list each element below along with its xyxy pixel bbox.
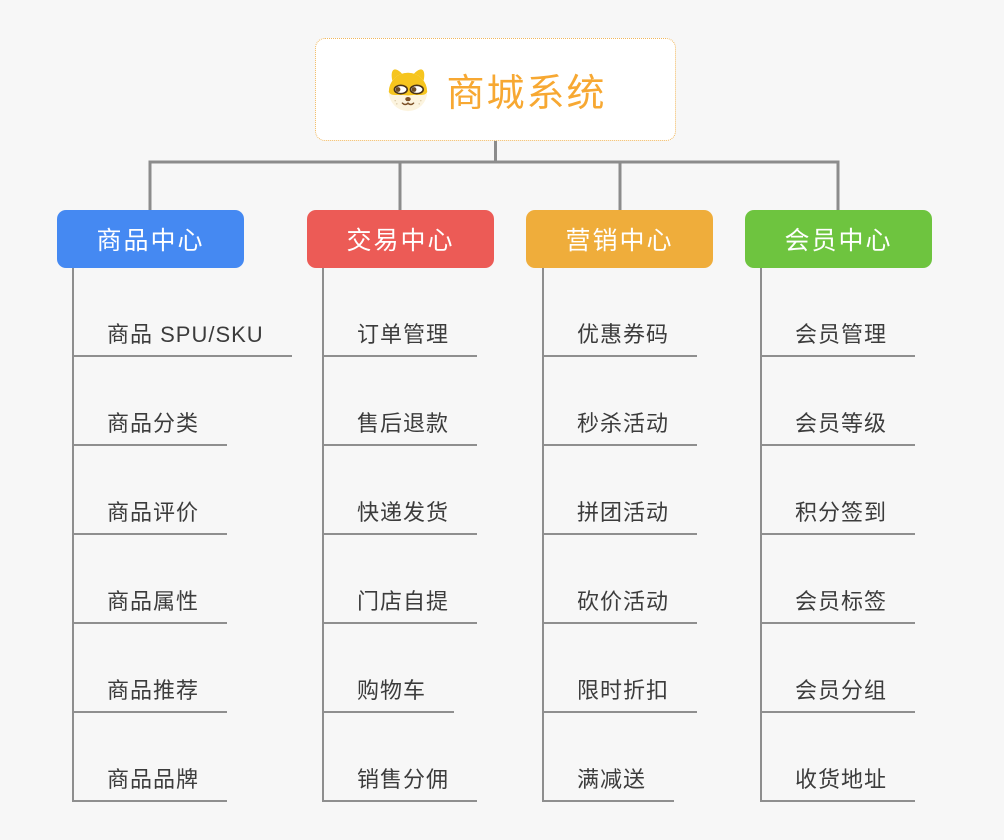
child-node-item[interactable]: 售后退款 — [324, 357, 478, 446]
child-node-item[interactable]: 满减送 — [544, 713, 675, 802]
children-list-member-center: 会员管理会员等级积分签到会员标签会员分组收货地址 — [760, 268, 916, 802]
branch-header-member-center[interactable]: 会员中心 — [745, 210, 932, 268]
child-node-item[interactable]: 商品推荐 — [74, 624, 228, 713]
child-node-item[interactable]: 优惠券码 — [544, 268, 698, 357]
children-list-trade-center: 订单管理售后退款快递发货门店自提购物车销售分佣 — [322, 268, 478, 802]
child-node-item[interactable]: 购物车 — [324, 624, 455, 713]
dog-icon — [389, 69, 428, 112]
child-node-label: 商品分类 — [107, 411, 200, 436]
child-node-item[interactable]: 会员标签 — [762, 535, 916, 624]
child-node-label: 拼团活动 — [577, 500, 670, 525]
branch-header-trade-center[interactable]: 交易中心 — [307, 210, 494, 268]
branch-label: 营销中心 — [565, 227, 674, 255]
child-node-label: 限时折扣 — [577, 678, 670, 703]
root-label: 商城系统 — [446, 73, 607, 115]
branch-header-product-center[interactable]: 商品中心 — [57, 210, 244, 268]
branch-header-marketing-center[interactable]: 营销中心 — [526, 210, 713, 268]
child-node-item[interactable]: 订单管理 — [324, 268, 478, 357]
child-node-item[interactable]: 门店自提 — [324, 535, 478, 624]
child-node-label: 收货地址 — [795, 767, 888, 792]
child-node-label: 商品属性 — [107, 589, 200, 614]
child-node-label: 会员等级 — [795, 411, 888, 436]
branch-label: 交易中心 — [346, 227, 455, 255]
child-node-item[interactable]: 会员分组 — [762, 624, 916, 713]
child-node-item[interactable]: 拼团活动 — [544, 446, 698, 535]
child-node-item[interactable]: 积分签到 — [762, 446, 916, 535]
child-node-label: 会员分组 — [795, 678, 888, 703]
child-node-label: 快递发货 — [357, 500, 450, 525]
child-node-item[interactable]: 会员等级 — [762, 357, 916, 446]
child-node-item[interactable]: 销售分佣 — [324, 713, 478, 802]
child-node-item[interactable]: 商品品牌 — [74, 713, 228, 802]
root-node[interactable]: 商城系统 — [315, 38, 676, 141]
child-node-label: 秒杀活动 — [577, 411, 670, 436]
child-node-item[interactable]: 会员管理 — [762, 268, 916, 357]
child-node-item[interactable]: 商品 SPU/SKU — [74, 268, 292, 357]
child-node-label: 会员标签 — [795, 589, 888, 614]
child-node-label: 销售分佣 — [357, 767, 450, 792]
child-node-label: 优惠券码 — [577, 322, 670, 347]
child-node-label: 满减送 — [577, 767, 647, 792]
child-node-label: 商品品牌 — [107, 767, 200, 792]
child-node-label: 门店自提 — [357, 589, 450, 614]
child-node-label: 砍价活动 — [577, 589, 670, 614]
children-list-product-center: 商品 SPU/SKU 商品分类商品评价商品属性商品推荐商品品牌 — [72, 268, 292, 802]
child-node-label: 商品推荐 — [107, 678, 200, 703]
child-node-item[interactable]: 商品属性 — [74, 535, 228, 624]
child-node-label: 订单管理 — [357, 322, 450, 347]
child-node-item[interactable]: 秒杀活动 — [544, 357, 698, 446]
child-node-item[interactable]: 商品评价 — [74, 446, 228, 535]
child-node-item[interactable]: 快递发货 — [324, 446, 478, 535]
child-node-label: 售后退款 — [357, 411, 450, 436]
child-node-label: 积分签到 — [795, 500, 888, 525]
child-node-item[interactable]: 砍价活动 — [544, 535, 698, 624]
branch-label: 商品中心 — [96, 227, 205, 255]
child-node-item[interactable]: 商品分类 — [74, 357, 228, 446]
child-node-item[interactable]: 收货地址 — [762, 713, 916, 802]
child-node-label: 会员管理 — [795, 322, 888, 347]
child-node-label: 购物车 — [357, 678, 427, 703]
child-node-label: 商品 SPU/SKU — [107, 322, 264, 347]
child-node-item[interactable]: 限时折扣 — [544, 624, 698, 713]
branch-label: 会员中心 — [784, 227, 893, 255]
child-node-label: 商品评价 — [107, 500, 200, 525]
children-list-marketing-center: 优惠券码秒杀活动拼团活动砍价活动限时折扣满减送 — [542, 268, 698, 802]
